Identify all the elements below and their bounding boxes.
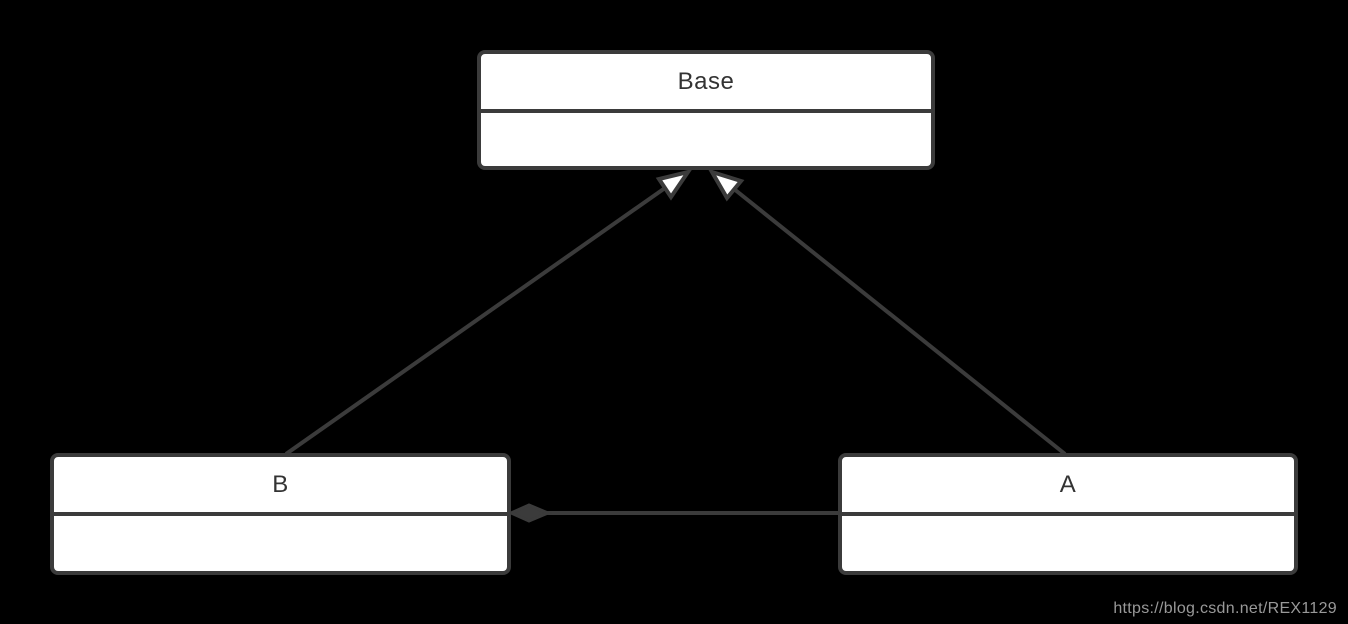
edge-b-to-base [284,168,693,456]
edge-b-to-base-line [284,186,667,456]
class-node-b: B [50,453,511,575]
class-node-base: Base [477,50,935,170]
edge-a-to-base-line [732,187,1067,456]
watermark-url: https://blog.csdn.net/REX1129 [1113,600,1337,617]
generalization-arrow-icon [655,168,693,201]
edge-b-to-a [507,503,840,523]
class-node-a-title: A [842,457,1294,516]
class-node-base-title: Base [481,54,931,113]
edge-a-to-base [707,168,1067,456]
class-node-a-attributes [842,516,1294,571]
class-node-base-attributes [481,113,931,166]
class-node-a: A [838,453,1298,575]
generalization-arrow-icon [707,168,745,202]
class-node-b-attributes [54,516,507,571]
composition-diamond-icon [507,503,552,523]
class-node-b-title: B [54,457,507,516]
